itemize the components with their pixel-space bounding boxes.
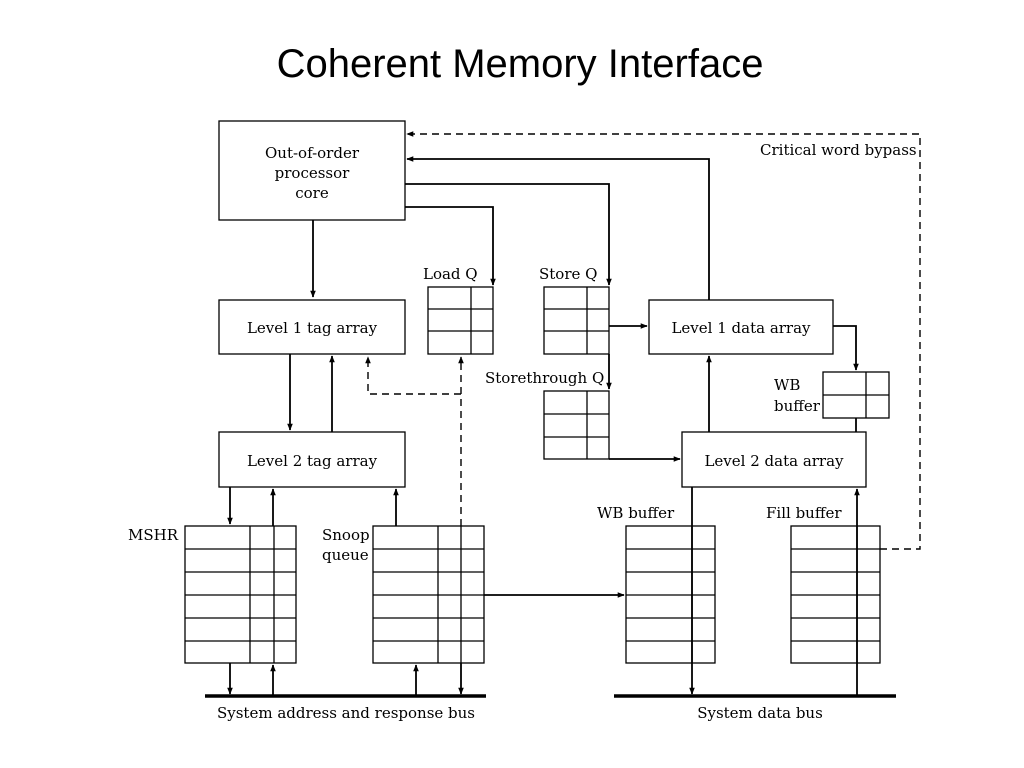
connection-wires: [227, 156, 860, 696]
load-queue: Load Q: [423, 265, 494, 355]
storethrough-queue-label: Storethrough Q: [485, 369, 604, 387]
small-wb-buffer-label-line-2: buffer: [774, 397, 821, 415]
slide-title: Coherent Memory Interface: [276, 42, 764, 86]
system-data-bus: System data bus: [614, 694, 896, 722]
level-2-data-array-block: Level 2 data array: [681, 431, 867, 488]
core-label-line-3: core: [295, 184, 329, 202]
snoop-to-l1-tag-dashed-arrow: [365, 356, 462, 526]
store-queue: Store Q: [539, 265, 610, 355]
level-1-data-array-block: Level 1 data array: [648, 299, 834, 355]
core-label-line-1: Out-of-order: [265, 144, 360, 162]
fill-buffer-label: Fill buffer: [766, 504, 842, 522]
store-queue-label: Store Q: [539, 265, 597, 283]
dashed-paths: Critical word bypass: [365, 131, 921, 550]
snoop-queue-label-line-1: Snoop: [322, 526, 370, 544]
fill-buffer-queue: Fill buffer: [766, 504, 881, 664]
l1-data-to-core-arrow: [406, 156, 710, 300]
level-2-tag-array-block: Level 2 tag array: [218, 431, 406, 488]
wb-buffer-label: WB buffer: [597, 504, 675, 522]
critical-word-bypass-label: Critical word bypass: [760, 141, 917, 159]
address-bus-label: System address and response bus: [217, 704, 475, 722]
core-to-store-q-arrow: [405, 183, 612, 286]
core-to-load-q-arrow: [405, 206, 496, 286]
level-1-data-array-label: Level 1 data array: [671, 319, 811, 337]
data-bus-label: System data bus: [697, 704, 823, 722]
small-wb-buffer-label-line-1: WB: [774, 376, 800, 394]
small-wb-buffer: WB buffer: [774, 371, 890, 419]
load-queue-label: Load Q: [423, 265, 478, 283]
system-address-response-bus: System address and response bus: [205, 694, 486, 722]
processor-core-block: Out-of-order processor core: [218, 120, 406, 221]
mshr-queue: MSHR: [128, 525, 297, 664]
level-1-tag-array-label: Level 1 tag array: [247, 319, 378, 337]
snoop-queue: Snoop queue: [322, 525, 485, 664]
snoop-queue-label-line-2: queue: [322, 546, 369, 564]
wb-buffer-queue: WB buffer: [597, 504, 716, 664]
l1-data-to-small-wb-buffer-arrow: [833, 325, 859, 371]
mshr-label: MSHR: [128, 526, 179, 544]
storethrough-queue: Storethrough Q: [485, 369, 610, 460]
core-label-line-2: processor: [275, 164, 351, 182]
level-2-tag-array-label: Level 2 tag array: [247, 452, 378, 470]
level-2-data-array-label: Level 2 data array: [704, 452, 844, 470]
critical-word-bypass-dashed-arrow: [406, 131, 921, 550]
level-1-tag-array-block: Level 1 tag array: [218, 299, 406, 355]
